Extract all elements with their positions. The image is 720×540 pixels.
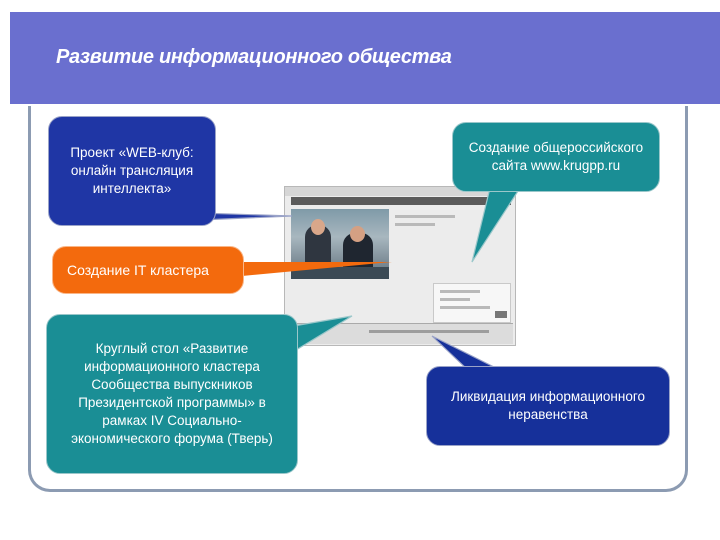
screenshot-text-line	[440, 298, 470, 301]
liquidation-callout: Ликвидация информационного неравенства	[426, 366, 670, 446]
screenshot-text-line	[395, 223, 435, 226]
screenshot-text-line	[440, 306, 490, 309]
round-table-callout: Круглый стол «Развитие информационного к…	[46, 314, 298, 474]
liquidation-text: Ликвидация информационного неравенства	[451, 389, 645, 422]
screenshot-text-line	[440, 290, 480, 293]
site-text: Создание общероссийского сайта www.krugp…	[468, 140, 644, 173]
screenshot-footer-strip	[289, 323, 513, 344]
table-shape	[291, 267, 389, 279]
website-screenshot	[284, 186, 516, 346]
slide-header: Развитие информационного общества	[10, 12, 720, 109]
person-head	[350, 226, 365, 242]
screenshot-titlebar	[285, 187, 515, 196]
round-table-text: Круглый стол «Развитие информационного к…	[71, 341, 273, 446]
screenshot-text-line	[369, 330, 489, 333]
video-frame-image	[291, 209, 389, 279]
screenshot-button	[495, 311, 507, 318]
it-cluster-text: Создание IT кластера	[67, 262, 209, 278]
it-cluster-callout: Создание IT кластера	[52, 246, 244, 294]
web-club-text: Проект «WEB-клуб: онлайн трансляция инте…	[70, 145, 194, 196]
person-head	[311, 219, 325, 235]
slide-title: Развитие информационного общества	[56, 46, 452, 68]
screenshot-text-line	[395, 215, 455, 218]
site-callout: Создание общероссийского сайта www.krugp…	[452, 122, 660, 192]
screenshot-nav	[291, 197, 511, 205]
web-club-callout: Проект «WEB-клуб: онлайн трансляция инте…	[48, 116, 216, 226]
